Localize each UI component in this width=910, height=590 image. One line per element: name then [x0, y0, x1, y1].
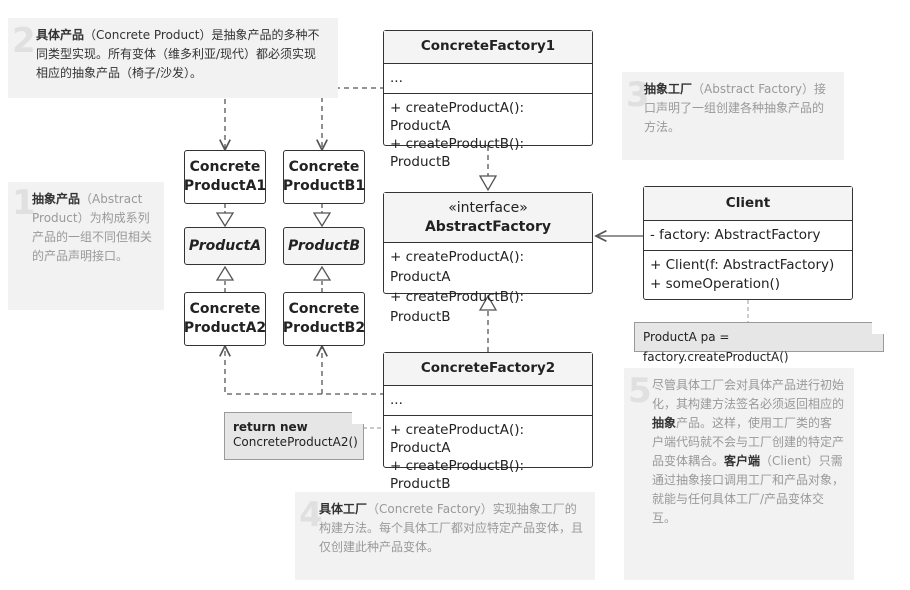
method-create-product-b: + createProductB(): ProductB — [390, 136, 525, 170]
note-text: （Concrete Product）是抽象产品的多种不同类型实现。所有变体（维多… — [36, 28, 320, 80]
class-fields: ... — [384, 386, 592, 416]
note-bold-term: 具体产品 — [36, 28, 85, 42]
class-name: ConcreteFactory2 — [384, 353, 592, 386]
dep-cf2-a2 — [225, 346, 385, 395]
method-constructor: + Client(f: AbstractFactory) — [650, 257, 835, 273]
class-header: «interface» AbstractFactory — [384, 193, 592, 243]
note-bold-term: 抽象 — [652, 416, 677, 430]
note-abstract-product: 1 抽象产品（Abstract Product）为构成系列产品的一组不同但相关的… — [8, 182, 164, 310]
class-methods: + createProductA(): ProductA + createPro… — [384, 416, 592, 496]
realize-arrow-cf2 — [478, 294, 498, 311]
product-label-line2: ProductA1 — [183, 178, 267, 194]
interface-product-b[interactable]: ProductB — [283, 227, 365, 265]
method-some-operation: + someOperation() — [650, 276, 781, 292]
product-label-line2: ProductA2 — [183, 320, 267, 336]
memo-fold-corner — [872, 322, 884, 334]
class-client[interactable]: Client - factory: AbstractFactory + Clie… — [643, 186, 853, 300]
note-bold-term: 具体工厂 — [319, 502, 368, 516]
return-new-memo: return new ConcreteProductA2() — [224, 412, 364, 460]
realize-a1 — [215, 212, 235, 228]
note-text: 产品。这样，使用工厂类的客户端代码就不会与工厂创建的特定产品变体耦合。 — [652, 416, 845, 468]
note-number: 5 — [628, 371, 652, 411]
class-abstract-factory[interactable]: «interface» AbstractFactory + createProd… — [383, 192, 593, 325]
note-concrete-factory: 4 具体工厂（Concrete Factory）实现抽象工厂的构建方法。每个具体… — [295, 492, 595, 580]
memo-bold: return new — [233, 420, 308, 434]
class-fields: - factory: AbstractFactory — [644, 221, 852, 251]
note-bold-term: 抽象产品 — [32, 192, 81, 206]
realize-a2 — [215, 265, 235, 281]
note-number: 4 — [299, 495, 323, 535]
class-methods: + Client(f: AbstractFactory) + someOpera… — [644, 251, 852, 297]
note-text: （Client）只需通过抽象接口调用工厂和产品对象，就能与任何具体工厂/产品变体… — [652, 454, 845, 525]
method-create-product-a: + createProductA(): ProductA — [390, 422, 525, 456]
product-label-line1: Concrete — [288, 301, 360, 317]
note-abstract-factory: 3 抽象工厂（Abstract Factory）接口声明了一组创建各种抽象产品的… — [622, 72, 844, 160]
product-label-line1: Concrete — [189, 301, 261, 317]
note-bold-term: 客户端 — [724, 454, 761, 468]
class-fields: ... — [384, 64, 592, 94]
note-number: 2 — [12, 21, 36, 61]
note-text: （Abstract Product）为构成系列产品的一组不同但相关的产品声明接口… — [32, 192, 153, 263]
realize-b1 — [312, 212, 332, 228]
note-text: （Concrete Factory）实现抽象工厂的构建方法。每个具体工厂都对应特… — [319, 502, 584, 554]
stereotype-label: «interface» — [448, 200, 528, 216]
note-text: 尽管具体工厂会对具体产品进行初始化，其构建方法签名必须返回相应的 — [652, 378, 845, 411]
product-label-line1: Concrete — [288, 159, 360, 175]
note-client-explanation: 5 尽管具体工厂会对具体产品进行初始化，其构建方法签名必须返回相应的抽象产品。这… — [624, 368, 854, 580]
realize-b2 — [312, 265, 332, 281]
interface-product-a[interactable]: ProductA — [184, 227, 266, 265]
client-code-memo: ProductA pa = factory.createProductA() — [634, 322, 884, 364]
class-name: AbstractFactory — [424, 219, 552, 235]
note-number: 3 — [626, 75, 650, 115]
class-concrete-factory-2[interactable]: ConcreteFactory2 ... + createProductA():… — [383, 352, 593, 492]
dep-cf1-products — [225, 87, 385, 150]
memo-fold-corner — [352, 412, 364, 424]
note-concrete-product: 2 具体产品（Concrete Product）是抽象产品的多种不同类型实现。所… — [8, 18, 338, 98]
class-name: Client — [644, 187, 852, 221]
note-number: 1 — [12, 183, 36, 223]
class-name: ConcreteFactory1 — [384, 31, 592, 64]
realize-arrow-cf1 — [478, 175, 498, 192]
method-create-product-b: + createProductB(): ProductB — [390, 289, 525, 325]
class-methods: + createProductA(): ProductA + createPro… — [384, 94, 592, 174]
method-create-product-b: + createProductB(): ProductB — [390, 458, 525, 492]
memo-text: ConcreteProductA2() — [233, 435, 358, 449]
product-label-line2: ProductB2 — [282, 320, 366, 336]
memo-text: ProductA pa = factory.createProductA() — [643, 330, 789, 364]
note-bold-term: 抽象工厂 — [644, 82, 693, 96]
product-label-line1: Concrete — [189, 159, 261, 175]
method-create-product-a: + createProductA(): ProductA — [390, 249, 525, 285]
method-create-product-a: + createProductA(): ProductA — [390, 100, 525, 134]
product-label-line2: ProductB1 — [282, 178, 366, 194]
class-concrete-factory-1[interactable]: ConcreteFactory1 ... + createProductA():… — [383, 30, 593, 170]
note-text: （Abstract Factory）接口声明了一组创建各种抽象产品的方法。 — [644, 82, 827, 134]
class-methods: + createProductA(): ProductA + createPro… — [384, 243, 592, 330]
